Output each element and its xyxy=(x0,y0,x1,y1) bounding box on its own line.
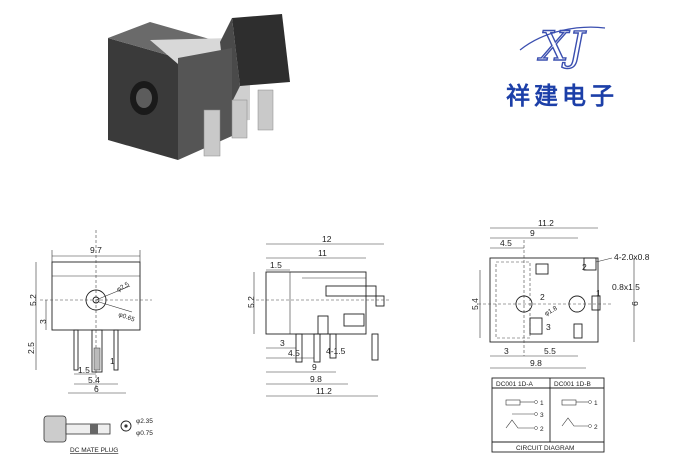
plug-dim-inner: φ0.75 xyxy=(136,430,153,437)
dim-front-pinlen: 2.5 xyxy=(26,342,36,354)
dim-side-112: 11.2 xyxy=(316,386,332,396)
pin-label-2b: 2 xyxy=(582,262,587,272)
dim-bottom-45: 4.5 xyxy=(500,238,512,248)
circuit-col-b: DC001 1D-B xyxy=(554,381,591,388)
dim-bottom-slot: 4-2.0x0.8 xyxy=(614,252,650,262)
circuit-diagram: DC001 1D-A DC001 1D-B CIRCUIT DIAGRAM 1 … xyxy=(491,377,605,453)
dim-pitch2: 5.4 xyxy=(88,375,100,385)
dim-hole-outer: φ2.5 xyxy=(116,281,131,294)
dim-bottom-55: 5.5 xyxy=(544,346,556,356)
dim-bottom-54: 5.4 xyxy=(470,298,480,310)
front-view: 9.7 5.2 3 2.5 φ2.5 φ0.65 1 1.5 5.4 6 xyxy=(26,230,152,394)
dim-side-415: 4-1.5 xyxy=(326,346,346,356)
pin-label-1: 1 xyxy=(596,288,601,298)
dim-front-height: 5.2 xyxy=(28,294,38,306)
dim-front-width: 9.7 xyxy=(90,245,102,255)
dim-side-3: 3 xyxy=(280,338,285,348)
dim-side-12: 12 xyxy=(322,234,332,244)
circuit-a-3: 3 xyxy=(540,412,544,419)
product-photo xyxy=(108,14,290,160)
dim-bottom-oval: 0.8x1.5 xyxy=(612,282,640,292)
dim-side-98: 9.8 xyxy=(310,374,322,384)
dim-hole-inner: φ0.65 xyxy=(117,311,136,323)
dim-side-11: 11 xyxy=(318,248,327,258)
circuit-title: CIRCUIT DIAGRAM xyxy=(516,445,574,452)
dim-front-center: 3 xyxy=(38,319,48,324)
circuit-a-2: 2 xyxy=(540,426,544,433)
plug-label: DC MATE PLUG xyxy=(70,447,118,454)
circuit-b-1: 1 xyxy=(594,400,598,407)
plug-dim-outer: φ2.35 xyxy=(136,418,153,425)
dim-bottom-3: 3 xyxy=(504,346,509,356)
dim-bottom-112: 11.2 xyxy=(538,218,554,228)
side-view: 12 11 1.5 5.2 3 4.5 4-1.5 9 9.8 11.2 xyxy=(246,234,390,397)
dim-bottom-9: 9 xyxy=(530,228,535,238)
dim-bottom-6: 6 xyxy=(630,301,640,306)
dim-bottom-98: 9.8 xyxy=(530,358,542,368)
dim-bottom-hole: φ1.8 xyxy=(544,305,559,318)
dim-side-height: 5.2 xyxy=(246,296,256,308)
company-logo: XJ 祥建电子 xyxy=(506,23,618,110)
dc-mate-plug: DC MATE PLUG φ2.35 φ0.75 xyxy=(43,415,153,454)
dim-side-9: 9 xyxy=(312,362,317,372)
dim-front-total: 6 xyxy=(94,384,99,394)
dim-pin-width: 1 xyxy=(110,356,115,366)
logo-letters: XJ xyxy=(537,24,586,70)
bottom-view: 2 2 1 3 φ1.8 11.2 9 4.5 4-2.0x0.8 0.8x1.… xyxy=(470,218,650,369)
dim-side-top: 1.5 xyxy=(270,260,282,270)
circuit-col-a: DC001 1D-A xyxy=(496,381,534,388)
dim-pitch1: 1.5 xyxy=(78,365,90,375)
dim-side-45: 4.5 xyxy=(288,348,300,358)
circuit-a-1: 1 xyxy=(540,400,544,407)
pin-label-2: 2 xyxy=(540,292,545,302)
circuit-b-2: 2 xyxy=(594,424,598,431)
company-name: 祥建电子 xyxy=(506,82,618,110)
pin-label-3: 3 xyxy=(546,322,551,332)
